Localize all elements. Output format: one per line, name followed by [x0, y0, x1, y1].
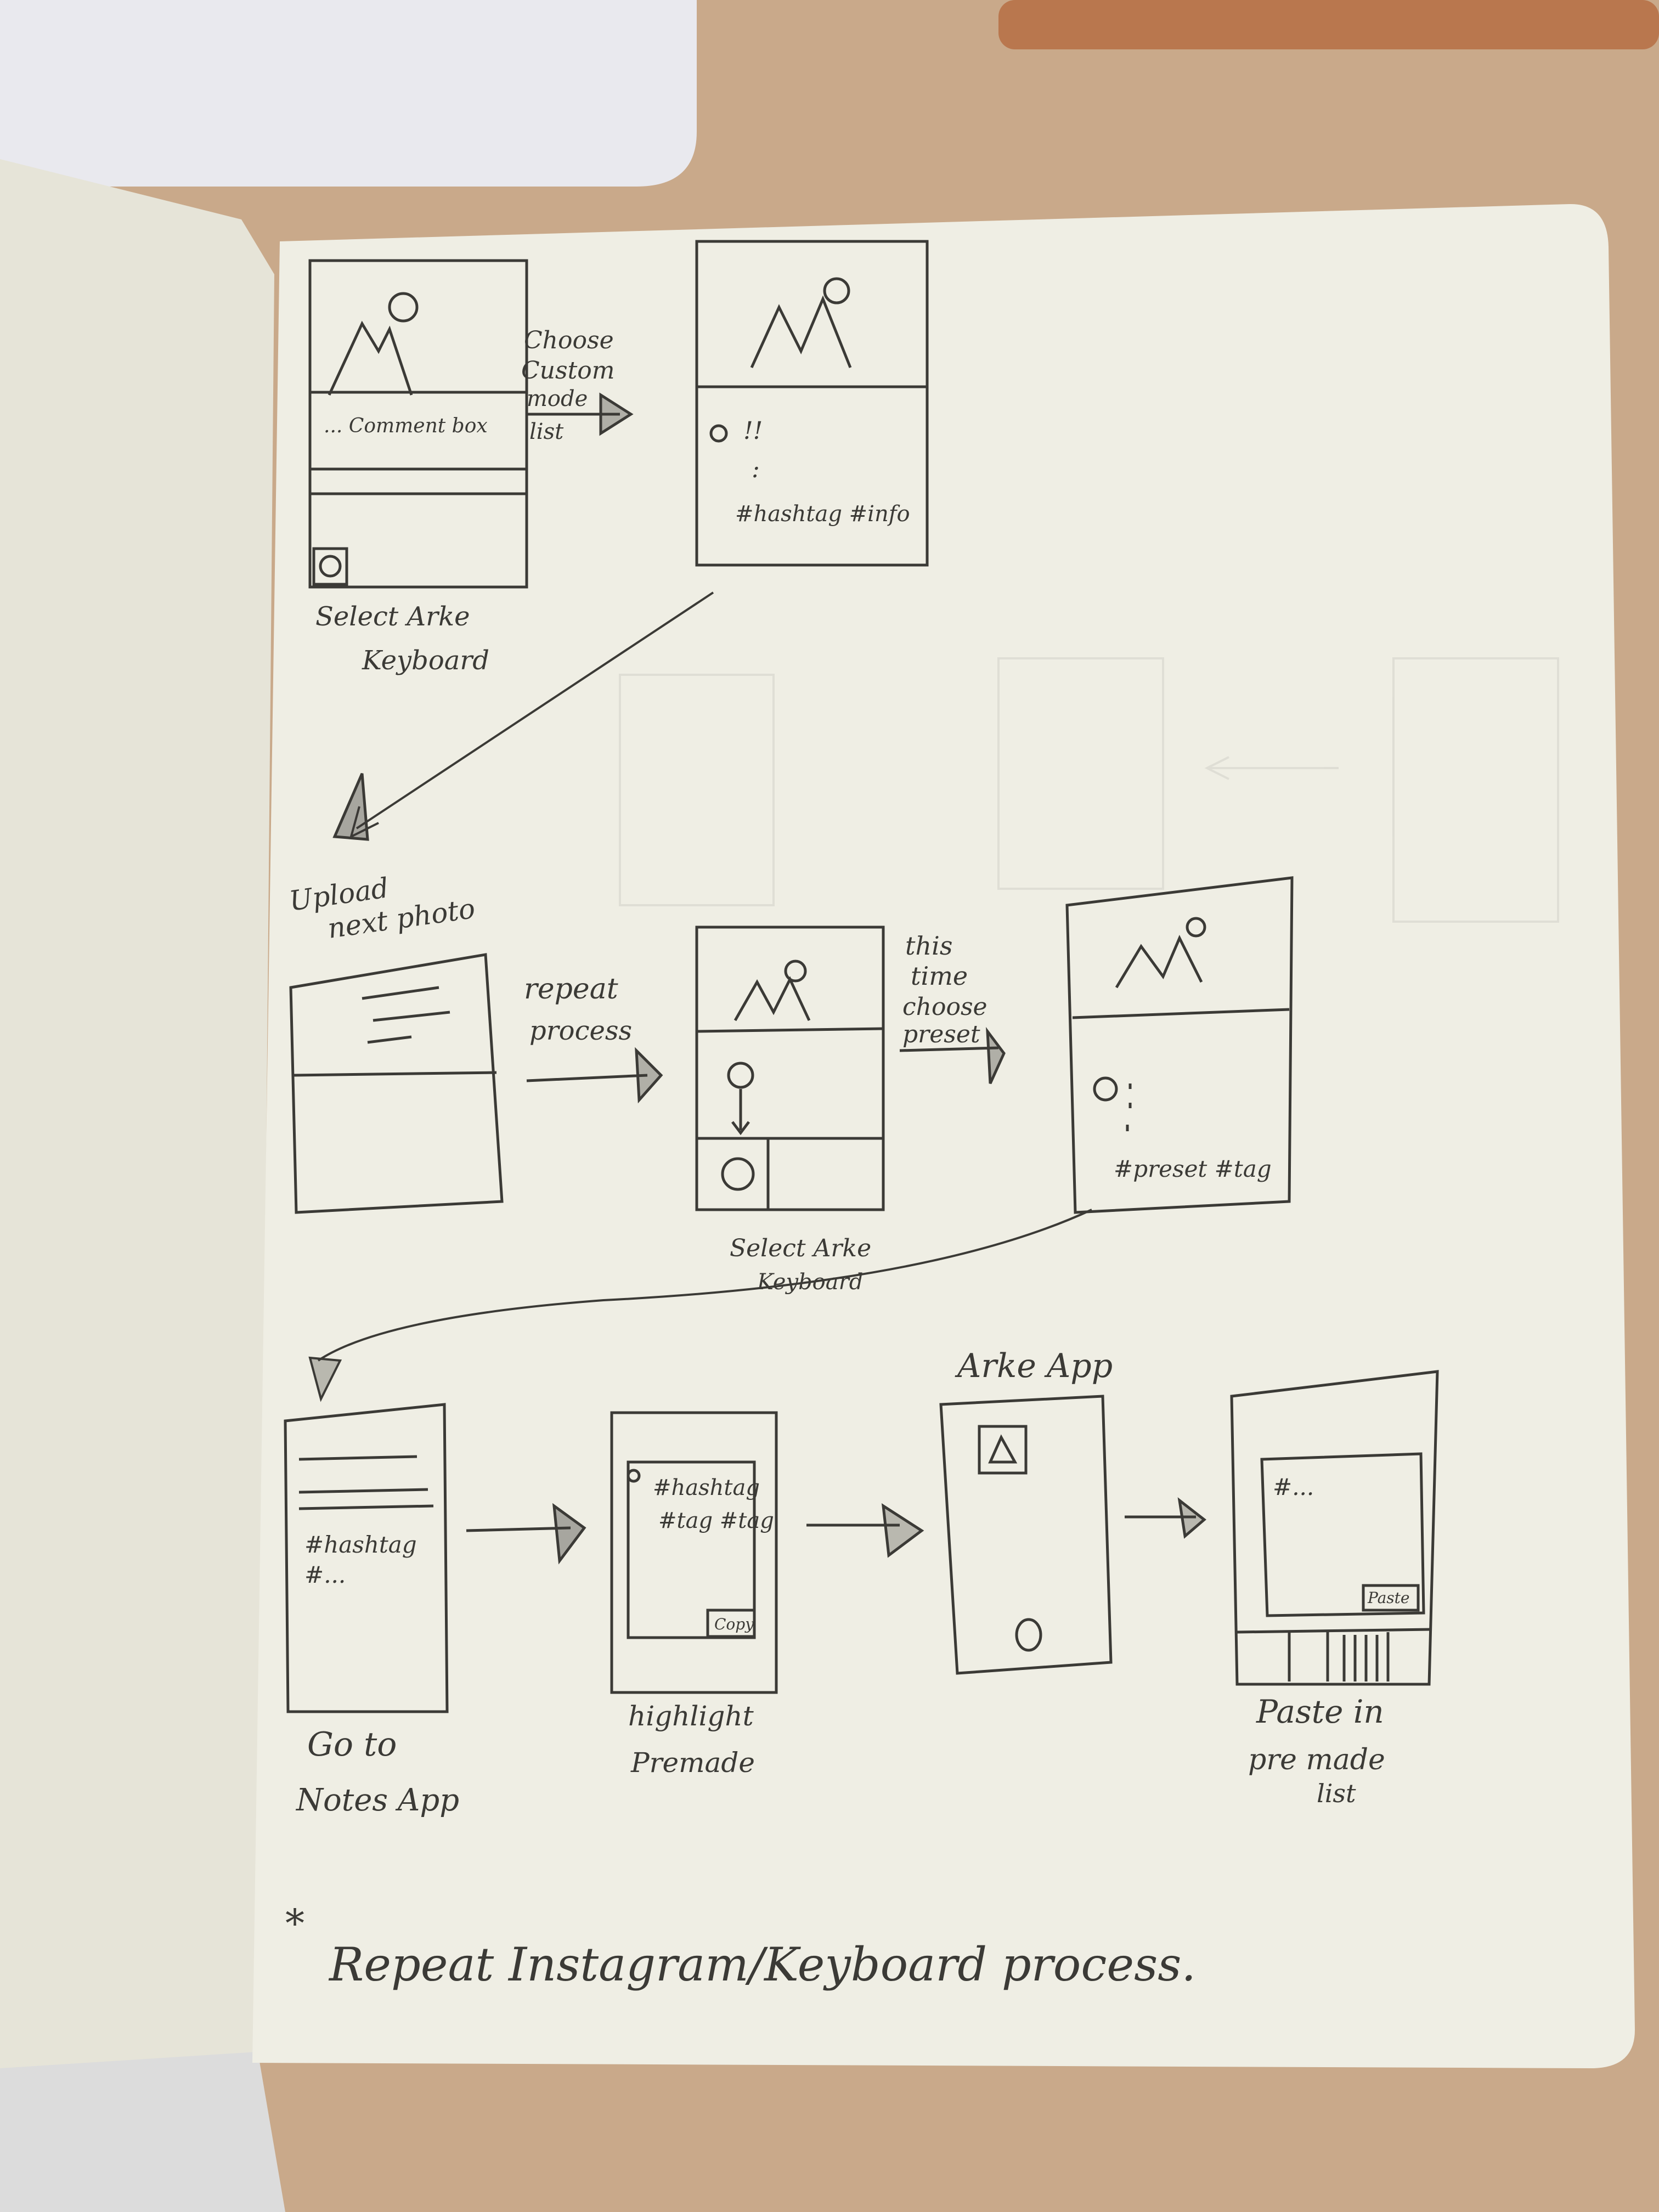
down-arrow-icon [308, 1356, 342, 1402]
row3-paste [1230, 1370, 1439, 1686]
row2-screen1 [289, 953, 504, 1214]
smiley-icon [1093, 1076, 1118, 1102]
mountain-icon [750, 295, 852, 369]
upload-arrow-icon [332, 773, 369, 841]
phone-outline [939, 1395, 1113, 1675]
phone-outline [308, 259, 528, 589]
paste-field-text: #... [1273, 1474, 1314, 1500]
cloth [0, 2052, 285, 2212]
sun-icon [1186, 917, 1206, 938]
comment-field [1260, 1452, 1425, 1617]
arke-app-title: Arke App [955, 1347, 1113, 1385]
arrow-right-icon [526, 1047, 663, 1104]
choose-label-2: Custom [521, 357, 614, 385]
mountain-icon [1115, 935, 1203, 989]
home-button-icon [1015, 1618, 1042, 1652]
arrow-right-icon [1125, 1497, 1206, 1539]
phone-outline [695, 926, 885, 1211]
row2-screen2 [695, 926, 885, 1211]
copy-button-sketch [706, 1609, 756, 1638]
globe-icon [727, 1062, 754, 1089]
preset-label-4: preset [902, 1020, 980, 1048]
highlight-text-1: #hashtag [653, 1475, 760, 1500]
globe-icon [319, 555, 342, 578]
arrow-right-icon [527, 392, 634, 436]
preset-label-1: this [905, 931, 952, 961]
link-curve [317, 1209, 1092, 1362]
highlight-text-2: #tag #tag [658, 1508, 774, 1533]
left-page [0, 159, 274, 2074]
caption-notes-2: Notes App [295, 1782, 459, 1818]
row3-arke-app [939, 1395, 1113, 1675]
caption-highlight-1: highlight [628, 1700, 754, 1732]
phone-outline [284, 1403, 449, 1713]
caption-highlight-2: Premade [630, 1747, 755, 1779]
row2-keyboard-note-1: Select Arke [730, 1234, 871, 1262]
notes-text-2: #... [304, 1561, 346, 1588]
notes-text-1: #hashtag [304, 1531, 417, 1558]
asterisk-icon: * [285, 1901, 304, 1946]
leather-case [998, 0, 1659, 49]
repeat-label-1: repeat [524, 973, 618, 1006]
sun-icon [388, 292, 419, 323]
paste-label: Paste [1367, 1589, 1409, 1607]
sun-icon [784, 960, 807, 983]
arrow-right-icon [466, 1503, 586, 1565]
row1-screen2 [695, 240, 929, 567]
phone-outline [289, 953, 504, 1214]
smiley-icon [709, 424, 728, 443]
app-tile-icon [978, 1425, 1028, 1475]
triangle-icon [988, 1434, 1018, 1464]
caption-paste-3: list [1317, 1779, 1356, 1808]
phone-outline [1065, 876, 1294, 1214]
row3-highlight [610, 1411, 778, 1694]
row1-keyboard-note-2: Keyboard [362, 645, 489, 676]
row2-screen3 [1065, 876, 1294, 1214]
choose-label-4: list [529, 419, 564, 444]
laptop-corner [0, 0, 697, 187]
mountain-icon [328, 320, 413, 396]
down-arrow-icon [731, 1089, 750, 1136]
copy-label: Copy [714, 1615, 754, 1633]
comment-box-label: ... Comment box [324, 415, 488, 437]
mountain-icon [733, 976, 811, 1022]
handle-icon [627, 1469, 641, 1483]
sketch-page [252, 204, 1635, 2069]
phone-outline [610, 1411, 778, 1694]
arrow-right-icon [899, 1026, 1006, 1085]
caption-paste-2: pre made [1248, 1743, 1385, 1776]
arrow-right-icon [806, 1503, 924, 1558]
globe-icon [721, 1157, 755, 1191]
preset-screen-line: #preset #tag [1114, 1155, 1272, 1182]
row3-notes [284, 1403, 449, 1713]
caption-notes-1: Go to [307, 1725, 397, 1764]
phone-outline [695, 240, 929, 567]
repeat-label-2: process [529, 1015, 632, 1046]
row1-screen1 [308, 259, 528, 589]
choose-label-3: mode [527, 386, 588, 411]
screen2-line-1: !! [743, 417, 763, 445]
paste-button-sketch [1362, 1584, 1420, 1612]
bleed-through [619, 657, 1559, 923]
selection-box [627, 1460, 756, 1639]
preset-label-2: time [911, 961, 968, 991]
phone-outline [1230, 1370, 1439, 1686]
globe-key-icon [312, 547, 348, 586]
sun-icon [823, 277, 850, 304]
caption-paste-1: Paste in [1256, 1693, 1384, 1730]
choose-label-1: Choose [524, 326, 614, 354]
row1-keyboard-note-1: Select Arke [315, 601, 470, 632]
screen2-line-2: : [752, 455, 760, 483]
screen2-line-3: #hashtag #info [735, 501, 910, 527]
preset-label-3: choose [902, 993, 988, 1021]
footer-note: Repeat Instagram/Keyboard process. [328, 1938, 1196, 1991]
